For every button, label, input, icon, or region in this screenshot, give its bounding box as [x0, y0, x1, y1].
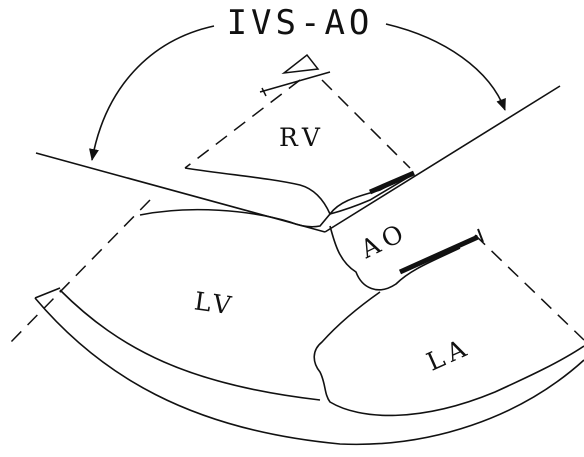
- sector-edge-left: [7, 199, 151, 346]
- label-ao: AO: [355, 217, 412, 265]
- sector-boundary-left: [184, 79, 301, 169]
- sector-boundary-right: [321, 79, 411, 169]
- aortic-upper-wall: [329, 174, 413, 215]
- rv-outline: [184, 167, 411, 216]
- left-curved-arrow: [89, 25, 215, 161]
- aortic-wall-anterior: [369, 170, 415, 195]
- mitral-junction: [313, 291, 584, 417]
- sector-edge-right: [474, 234, 584, 341]
- scan-axis-line-right: [324, 85, 561, 233]
- transducer-line: [259, 71, 331, 93]
- outer-wall-inner: [59, 289, 321, 401]
- label-la: LA: [422, 332, 475, 377]
- diagram-title: IVS-AO: [227, 3, 374, 43]
- transducer-triangle: [281, 53, 320, 75]
- septum-outline: [139, 208, 331, 228]
- outer-wall-cap: [34, 287, 61, 299]
- aortic-wall-posterior: [398, 234, 480, 275]
- aortic-wall-end-tick: [477, 228, 484, 243]
- label-rv: RV: [279, 123, 325, 152]
- outer-wall-outer: [34, 297, 584, 446]
- right-curved-arrow: [385, 23, 506, 111]
- transducer-tick: [261, 87, 267, 97]
- aortic-root: [329, 225, 461, 291]
- label-lv: LV: [193, 286, 238, 321]
